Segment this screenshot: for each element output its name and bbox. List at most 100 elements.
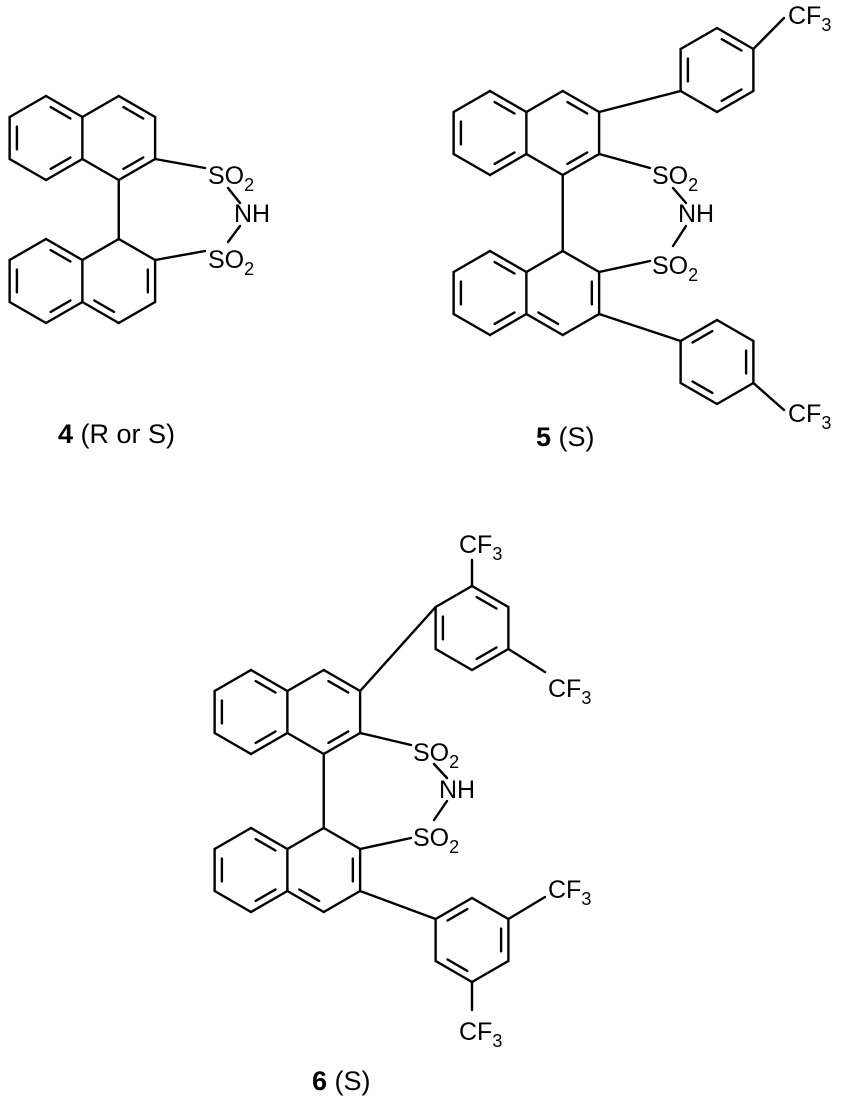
c5-cf3-top-label: CF3 — [788, 2, 831, 35]
c6-bottom-ring-bond — [322, 826, 362, 851]
c6-s-bond — [358, 731, 413, 747]
c4-bottom-ring-bond — [81, 237, 120, 262]
c5-bottom-ring-bond — [525, 312, 564, 337]
c6-bottom-aryl-ring-bond — [434, 896, 474, 921]
c4-sn-bond — [226, 186, 242, 205]
c4-sn-bond — [226, 224, 242, 244]
c6-top-ring-bond — [322, 731, 362, 756]
c5-aryl-bond — [597, 312, 682, 343]
c6-top-aryl-ring-double-bond — [475, 595, 498, 610]
c6-sn-bond — [432, 799, 449, 822]
c5-cf3-bond — [752, 381, 786, 412]
c6-top-aryl-ring-bond — [470, 584, 510, 609]
c6-s-bond — [358, 836, 413, 851]
c4-top-benzo-bond — [44, 157, 84, 182]
c4-top-benzo-bond — [44, 94, 84, 119]
c5-top-benzo-double-bond — [493, 151, 516, 166]
c4-bottom-benzo-double-bond — [49, 299, 72, 314]
c6-bottom-aryl-ring-double-bond — [446, 907, 469, 922]
c5-sn-bond — [671, 186, 688, 205]
c6-top-ring-bond — [286, 731, 325, 756]
c6-top-ring-bond — [286, 668, 325, 693]
c6-bottom-aryl-ring-double-bond — [446, 958, 469, 973]
c5-bottom-benzo-bond — [488, 249, 528, 274]
c5-top-benzo-bond — [488, 152, 528, 177]
c4-bottom-ring-bond — [117, 300, 157, 325]
c4-top-ring-bond — [81, 157, 120, 182]
c5-bottom-aryl-ring-double-bond — [691, 380, 714, 395]
c6-top-benzo-bond — [249, 668, 289, 693]
c5-bottom-benzo-double-bond — [493, 260, 516, 275]
c5-top-ring-bond — [561, 152, 601, 177]
c6-top-benzo-double-bond — [254, 679, 277, 694]
c6-top-benzo-bond — [213, 668, 253, 693]
c5-top-aryl-ring-bond — [715, 26, 755, 51]
c5-so2-bottom-label: SO2 — [652, 252, 698, 285]
c6-top-aryl-ring-bond — [434, 647, 474, 672]
c6-cf3-top-a-label: CF3 — [459, 531, 502, 564]
c6-cf3-bottom-b-label: CF3 — [459, 1018, 502, 1051]
c6-top-ring-double-bond — [327, 679, 350, 694]
atom-label-layer: SO2NHSO2SO2NHSO2CF3CF3SO2NHSO2CF3CF3CF3C… — [208, 2, 831, 1051]
c5-top-benzo-bond — [452, 89, 492, 114]
c5-top-aryl-ring-double-bond — [720, 88, 743, 103]
c5-bottom-aryl-ring-bond — [715, 318, 755, 343]
c6-so2-bottom-label: SO2 — [413, 824, 459, 857]
c4-bottom-benzo-bond — [44, 300, 84, 325]
c5-bottom-ring-double-bond — [537, 311, 560, 326]
c4-top-ring-double-bond — [122, 156, 145, 171]
c6-top-ring-double-bond — [327, 730, 350, 745]
c6-aryl-bond — [358, 605, 437, 693]
c6-bottom-benzo-bond — [249, 889, 289, 914]
c6-bottom-ring-bond — [286, 889, 325, 914]
c5-s-bond — [597, 259, 652, 274]
c6-bottom-ring-double-bond — [298, 888, 321, 903]
c5-top-ring-double-bond — [566, 151, 589, 166]
c6-bottom-benzo-double-bond — [254, 837, 277, 852]
c4-top-benzo-double-bond — [49, 156, 72, 171]
c6-top-aryl-ring-bond — [470, 647, 510, 672]
c5-sn-bond — [671, 224, 688, 248]
c4-bottom-ring-bond — [117, 237, 157, 262]
c6-top-aryl-ring-bond — [434, 584, 474, 609]
bond-layer — [8, 16, 786, 1012]
c6-nh-label: NH — [439, 776, 475, 804]
c4-s-bond — [153, 249, 207, 262]
c5-bottom-benzo-bond — [452, 312, 492, 337]
c6-cf3-bond — [507, 647, 547, 674]
c4-top-ring-bond — [81, 94, 120, 119]
c4-bottom-ring-double-bond — [93, 299, 116, 314]
c4-nh-label: NH — [234, 200, 270, 228]
c6-top-benzo-bond — [213, 731, 253, 756]
c5-s-bond — [597, 152, 652, 170]
c6-cf3-bond — [507, 895, 547, 921]
c6-top-ring-bond — [322, 668, 362, 693]
c6-aryl-bond — [358, 889, 437, 921]
c4-top-ring-bond — [117, 94, 157, 119]
c5-bottom-aryl-ring-double-bond — [691, 329, 714, 344]
c5-top-aryl-ring-bond — [679, 89, 719, 114]
c6-sn-bond — [432, 762, 449, 780]
c6-bottom-benzo-bond — [213, 826, 253, 851]
c6-bottom-ring-bond — [286, 826, 325, 851]
c5-bottom-aryl-ring-bond — [679, 318, 719, 343]
c6-so2-top-label: SO2 — [413, 739, 459, 772]
c5-top-benzo-double-bond — [493, 100, 516, 115]
c6-bottom-aryl-ring-bond — [470, 959, 510, 984]
c5-top-aryl-ring-bond — [715, 89, 755, 114]
c6-bottom-benzo-bond — [249, 826, 289, 851]
c4-so2-bottom-label: SO2 — [208, 246, 254, 279]
c5-bottom-benzo-bond — [452, 249, 492, 274]
c5-top-ring-double-bond — [566, 100, 589, 115]
c4-bottom-benzo-bond — [8, 300, 48, 325]
c5-aryl-bond — [597, 89, 682, 114]
c4-bottom-benzo-bond — [44, 237, 84, 262]
c5-bottom-aryl-ring-bond — [679, 381, 719, 406]
c4-top-benzo-bond — [8, 157, 48, 182]
c4-bottom-ring-bond — [81, 300, 120, 325]
c5-bottom-aryl-ring-bond — [715, 381, 755, 406]
caption-compound-5: 5 (S) — [536, 422, 595, 452]
c5-top-benzo-bond — [488, 89, 528, 114]
caption-compound-6: 6 (S) — [312, 1066, 371, 1096]
